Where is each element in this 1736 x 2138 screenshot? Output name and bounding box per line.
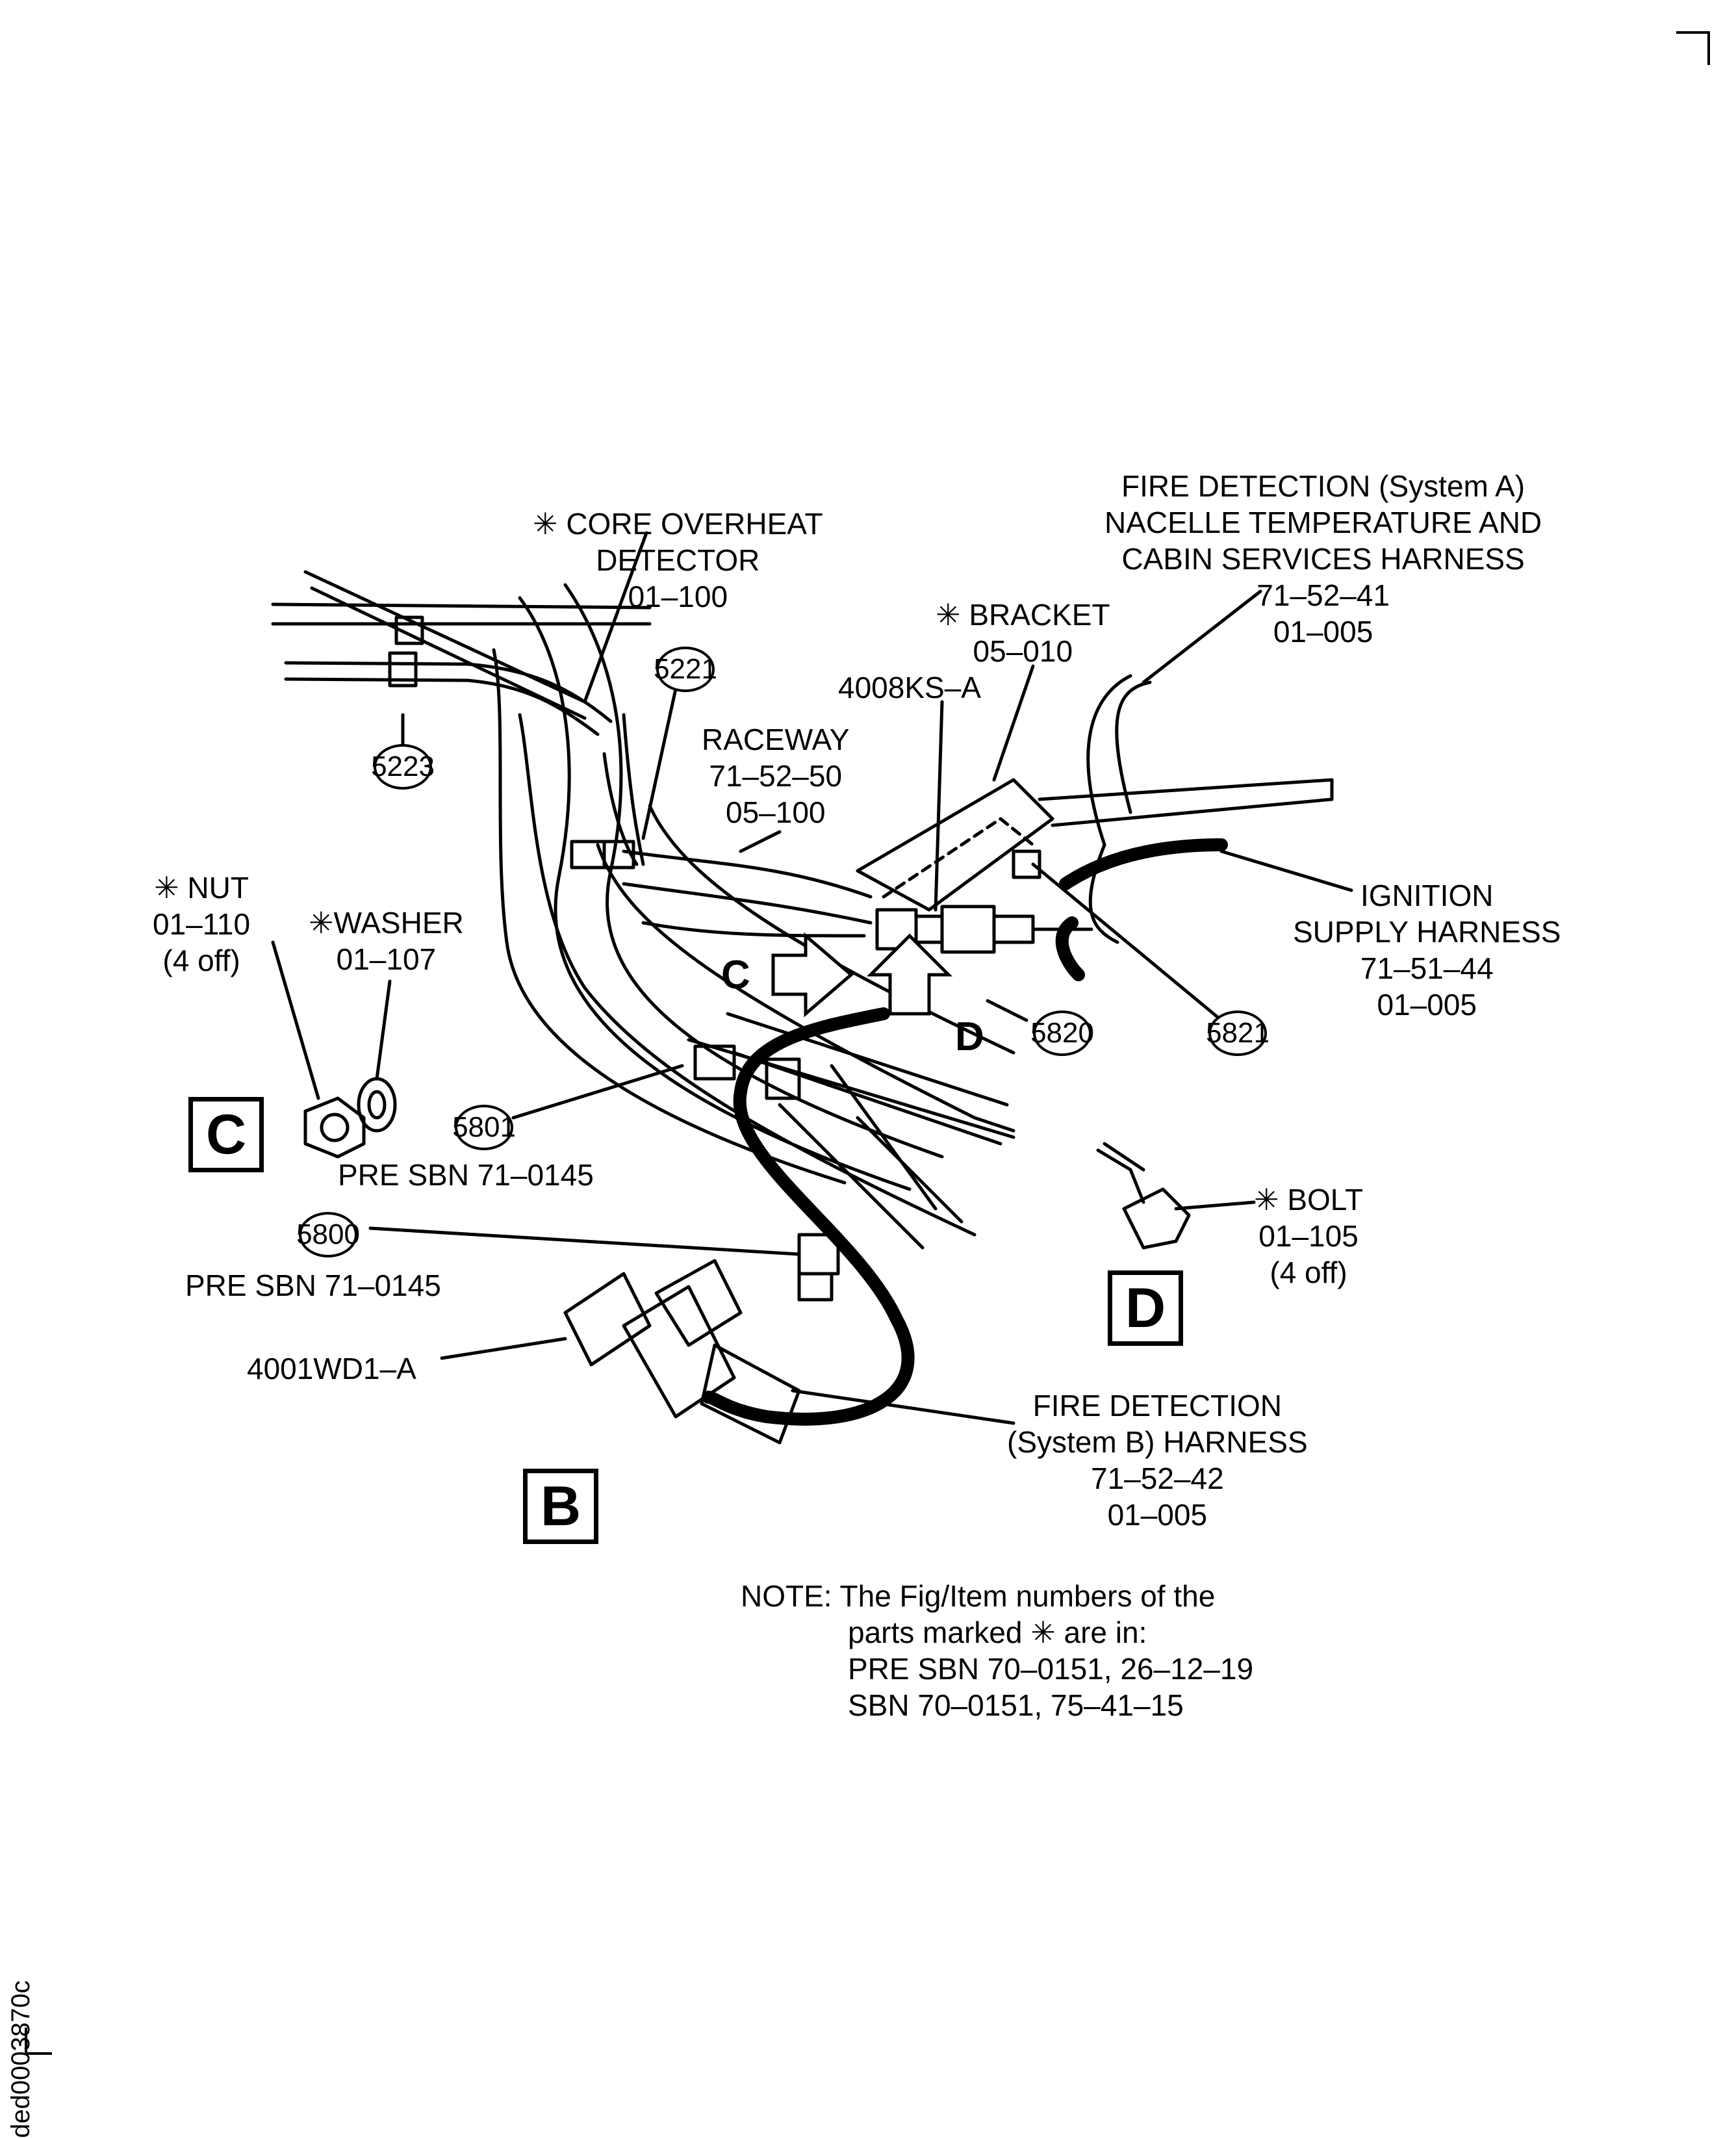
arrow-d-shape: [866, 933, 953, 1016]
note-line: parts marked ✳ are in:: [848, 1616, 1147, 1649]
label-line: 05–100: [725, 795, 826, 829]
label-line: ✳ NUT: [154, 871, 249, 905]
label-line: 05–010: [973, 634, 1073, 668]
nut-shape: [303, 1096, 366, 1159]
arrow-label-d: D: [955, 1014, 984, 1059]
label-pre-sbn-5800: PRE SBN 71–0145: [185, 1269, 441, 1302]
label-nut: ✳ NUT 01–110 (4 off): [153, 869, 250, 979]
label-bracket: ✳ BRACKET 05–010: [936, 597, 1110, 669]
label-line: 71–52–50: [709, 759, 843, 793]
harness-system-b: [702, 1007, 915, 1426]
view-box-c: C: [188, 1097, 264, 1172]
bolt-shape: [1096, 1148, 1145, 1204]
connector-4001-shape: [563, 1272, 652, 1367]
label-ignition-supply-harness: IGNITION SUPPLY HARNESS 71–51–44 01–005: [1293, 877, 1561, 1023]
label-line: DETECTOR: [596, 543, 760, 577]
tube-top-1: [271, 602, 652, 610]
label-line: IGNITION: [1360, 879, 1494, 912]
note-line: SBN 70–0151, 75–41–15: [848, 1688, 1184, 1722]
label-line: ✳ CORE OVERHEAT: [533, 507, 823, 541]
label-bolt: ✳ BOLT 01–105 (4 off): [1254, 1181, 1363, 1291]
label-line: 71–51–44: [1360, 951, 1494, 985]
note-line: PRE SBN 70–0151, 26–12–19: [848, 1652, 1254, 1686]
label-line: RACEWAY: [702, 723, 850, 756]
callout-5801: 5801: [452, 1105, 516, 1150]
label-line: 01–105: [1258, 1219, 1359, 1253]
view-box-b: B: [523, 1469, 598, 1544]
label-line: 01–100: [628, 580, 728, 613]
label-raceway: RACEWAY 71–52–50 05–100: [702, 721, 849, 831]
label-line: 01–005: [1273, 615, 1373, 649]
label-connector-4008ks-a: 4008KS–A: [838, 671, 981, 704]
label-line: (System B) HARNESS: [1007, 1425, 1308, 1459]
washer-shape: [357, 1077, 397, 1133]
callout-5800: 5800: [296, 1212, 360, 1257]
callout-5221: 5221: [654, 647, 717, 692]
label-line: CABIN SERVICES HARNESS: [1121, 542, 1525, 576]
label-line: SUPPLY HARNESS: [1293, 915, 1561, 949]
note-block: NOTE: The Fig/Item numbers of the parts …: [741, 1578, 1253, 1723]
label-line: ✳WASHER: [309, 906, 464, 940]
label-connector-4001wd1-a: 4001WD1–A: [247, 1352, 416, 1385]
arrow-c-shape: [771, 932, 854, 1018]
label-line: FIRE DETECTION (System A): [1121, 469, 1525, 503]
figure-reference: ded0003870c: [6, 1980, 35, 2138]
label-line: 01–005: [1377, 988, 1477, 1022]
callout-5820: 5820: [1030, 1011, 1094, 1056]
label-line: ✳ BOLT: [1254, 1183, 1364, 1217]
label-line: 01–110: [153, 907, 251, 941]
label-line: ✳ BRACKET: [936, 598, 1110, 632]
label-line: 01–005: [1107, 1498, 1208, 1532]
callout-5223: 5223: [371, 744, 435, 790]
label-line: NACELLE TEMPERATURE AND: [1104, 506, 1542, 539]
label-line: (4 off): [1270, 1256, 1347, 1289]
label-pre-sbn-5801: PRE SBN 71–0145: [338, 1158, 594, 1192]
label-fire-detection-system-b: FIRE DETECTION (System B) HARNESS 71–52–…: [1007, 1387, 1308, 1533]
label-washer: ✳WASHER 01–107: [309, 905, 464, 977]
tube-top-2: [284, 661, 613, 723]
ignition-harness: [1059, 838, 1228, 890]
label-line: 01–107: [336, 942, 437, 976]
view-box-d: D: [1108, 1270, 1183, 1346]
label-fire-detection-system-a: FIRE DETECTION (System A) NACELLE TEMPER…: [1104, 468, 1542, 650]
main-tube-outer: [518, 596, 912, 1191]
bracket-shape: [856, 778, 1054, 912]
label-line: 71–52–41: [1257, 578, 1390, 612]
arrow-label-c: C: [721, 953, 750, 998]
label-line: FIRE DETECTION: [1032, 1389, 1282, 1423]
label-line: 71–52–42: [1090, 1462, 1224, 1495]
raceway-line: [622, 849, 873, 899]
callout-5821: 5821: [1206, 1011, 1270, 1056]
note-line: NOTE: The Fig/Item numbers of the: [741, 1579, 1216, 1613]
label-core-overheat-detector: ✳ CORE OVERHEAT DETECTOR 01–100: [533, 506, 823, 615]
label-line: (4 off): [162, 944, 240, 977]
